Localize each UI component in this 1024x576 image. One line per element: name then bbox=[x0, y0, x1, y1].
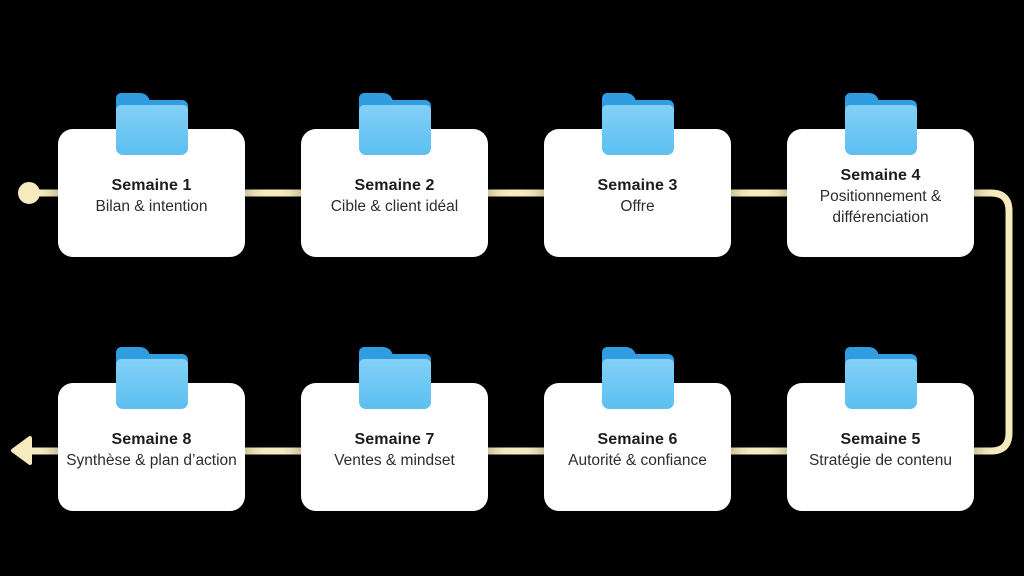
card-title: Semaine 7 bbox=[354, 431, 435, 448]
card-subtitle: Offre bbox=[620, 198, 655, 215]
flow-end-arrowhead-icon bbox=[11, 436, 32, 465]
card-subtitle: Ventes & mindset bbox=[334, 452, 455, 469]
folder-icon bbox=[844, 347, 917, 409]
folder-front-shape bbox=[115, 105, 188, 155]
folder-icon bbox=[601, 93, 674, 155]
flow-start-dot bbox=[18, 182, 40, 204]
card-subtitle: Cible & client idéal bbox=[330, 198, 459, 215]
folder-icon bbox=[358, 93, 431, 155]
card-subtitle: Synthèse & plan d’action bbox=[66, 452, 237, 469]
folder-front-shape bbox=[601, 105, 674, 155]
folder-front-shape bbox=[601, 359, 674, 409]
card-semaine-5: Semaine 5 Stratégie de contenu bbox=[787, 347, 974, 511]
folder-front-shape bbox=[844, 359, 917, 409]
card-semaine-8: Semaine 8 Synthèse & plan d’action bbox=[58, 347, 245, 511]
card-subtitle: Stratégie de contenu bbox=[808, 452, 953, 469]
card-subtitle: Autorité & confiance bbox=[568, 452, 707, 469]
card-title: Semaine 6 bbox=[597, 431, 678, 448]
card-semaine-2: Semaine 2 Cible & client idéal bbox=[301, 93, 488, 257]
folder-icon bbox=[844, 93, 917, 155]
folder-icon bbox=[115, 347, 188, 409]
card-title: Semaine 4 bbox=[840, 166, 921, 184]
card-semaine-6: Semaine 6 Autorité & confiance bbox=[544, 347, 731, 511]
card-subtitle: Bilan & intention bbox=[95, 198, 208, 215]
card-semaine-1: Semaine 1 Bilan & intention bbox=[58, 93, 245, 257]
folder-front-shape bbox=[358, 359, 431, 409]
card-semaine-7: Semaine 7 Ventes & mindset bbox=[301, 347, 488, 511]
flow-path-line bbox=[29, 189, 1013, 455]
card-title: Semaine 5 bbox=[840, 431, 921, 448]
folder-front-shape bbox=[358, 105, 431, 155]
folder-icon bbox=[115, 93, 188, 155]
folder-icon bbox=[358, 347, 431, 409]
folder-front-shape bbox=[844, 105, 917, 155]
card-title: Semaine 2 bbox=[354, 177, 435, 194]
card-subtitle: Positionnement & différenciation bbox=[819, 187, 942, 226]
folder-icon bbox=[601, 347, 674, 409]
card-title: Semaine 8 bbox=[111, 431, 192, 448]
card-title: Semaine 3 bbox=[597, 177, 678, 194]
card-semaine-3: Semaine 3 Offre bbox=[544, 93, 731, 257]
folder-front-shape bbox=[115, 359, 188, 409]
card-semaine-4: Semaine 4 Positionnement & différenciati… bbox=[787, 93, 974, 257]
card-title: Semaine 1 bbox=[111, 177, 192, 194]
